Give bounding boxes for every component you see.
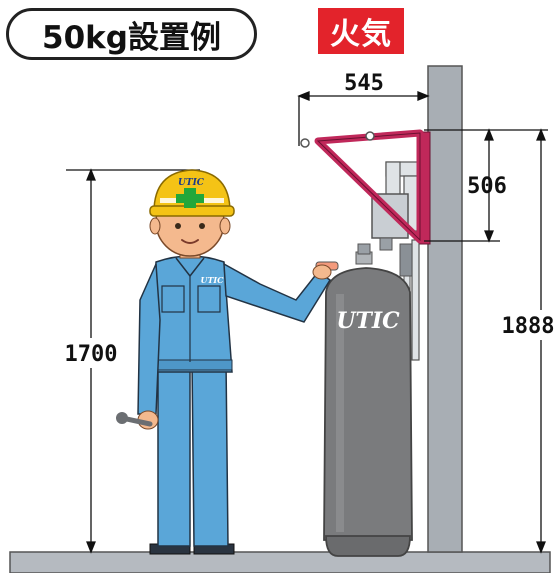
dim-bracket-width-label: 545 <box>344 71 384 96</box>
dim-bracket-height <box>424 128 548 243</box>
wall-pole <box>427 65 463 553</box>
helmet-brand-label: UTIC <box>178 178 205 188</box>
dim-mount-height <box>536 128 546 554</box>
gas-cylinder <box>323 243 413 557</box>
ground <box>9 551 551 573</box>
dim-bracket-width <box>297 91 430 146</box>
uniform-brand-label: UTIC <box>200 275 224 285</box>
dim-bracket-height-label: 506 <box>467 174 507 199</box>
dim-person-height-label: 1700 <box>65 342 118 367</box>
wall-bracket <box>300 129 424 244</box>
page-title: 50kg設置例 <box>6 8 257 60</box>
worker-figure <box>116 169 332 555</box>
cylinder-brand-label: UTIC <box>336 308 400 334</box>
gas-type-badge: 火気 <box>318 8 404 54</box>
dim-mount-height-label: 1888 <box>502 314 555 339</box>
